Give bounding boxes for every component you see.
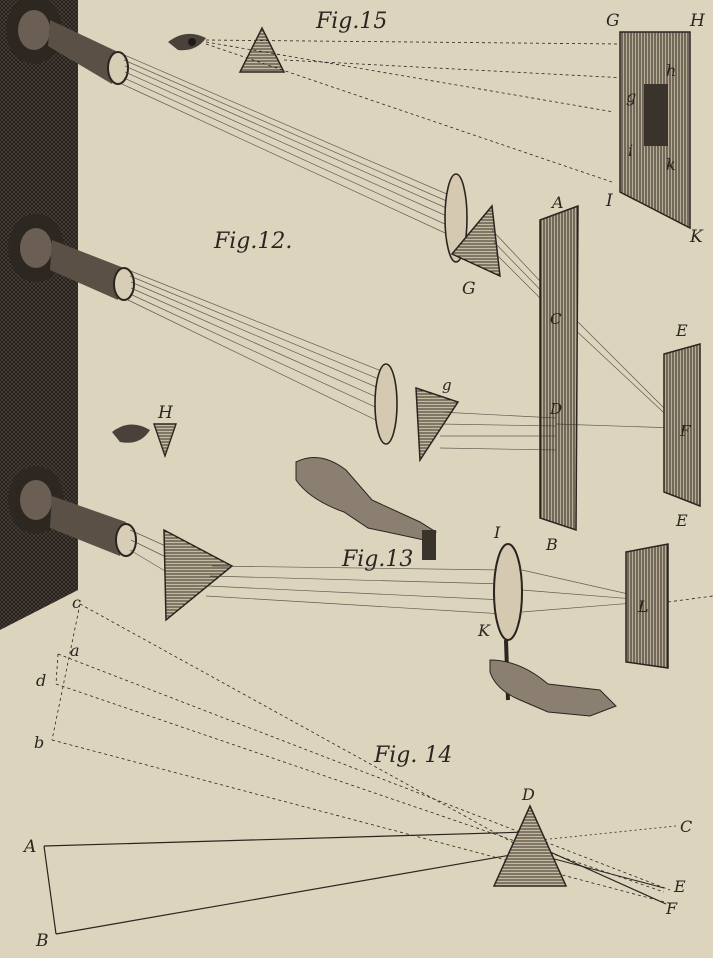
fig14-label-b: b bbox=[34, 733, 44, 752]
fig12-lens-g bbox=[374, 363, 398, 445]
caption-fig14: Fig. 14 bbox=[373, 743, 452, 768]
fig12-label-B: B bbox=[545, 535, 558, 554]
fig13-dashed-out bbox=[667, 595, 713, 603]
tube-bottom bbox=[8, 466, 137, 557]
fig12-beam-g-to-D bbox=[439, 411, 677, 451]
fig12-label-g: g bbox=[442, 376, 452, 394]
fig15-label-k: k bbox=[666, 155, 676, 174]
tube-middle bbox=[8, 214, 135, 301]
fig12-screen-E bbox=[663, 343, 701, 508]
fig12-label-H: H bbox=[157, 403, 174, 423]
fig15-label-K: K bbox=[689, 227, 704, 247]
fig13-hand-upper bbox=[295, 457, 437, 560]
fig13-prism bbox=[163, 528, 234, 622]
fig14-label-D: D bbox=[521, 785, 535, 804]
fig14-label-d: d bbox=[36, 671, 46, 690]
fig13-beam bbox=[205, 565, 647, 615]
fig14-label-A: A bbox=[22, 837, 36, 857]
fig13-label-K: K bbox=[477, 621, 491, 640]
fig14-construction bbox=[43, 603, 677, 935]
fig13-hand-lower bbox=[489, 659, 617, 717]
caption-fig13: Fig.13 bbox=[341, 547, 413, 572]
fig12-lens-top bbox=[444, 173, 468, 263]
fig12-label-G: G bbox=[462, 279, 476, 299]
fig15-label-H: H bbox=[689, 11, 706, 31]
fig13-screen-L bbox=[625, 543, 669, 669]
fig14-label-E: E bbox=[673, 877, 686, 896]
caption-fig12: Fig.12. bbox=[213, 229, 292, 254]
fig14-prism-D bbox=[492, 804, 568, 887]
fig12-label-E-top: E bbox=[675, 321, 688, 340]
fig15-prism bbox=[238, 26, 286, 73]
tube-top bbox=[6, 0, 129, 85]
fig12-label-D: D bbox=[549, 400, 562, 418]
fig12-label-F: F bbox=[679, 422, 691, 440]
caption-fig15: Fig.15 bbox=[315, 9, 387, 34]
fig14-label-a: a bbox=[70, 641, 80, 660]
fig14-label-c: c bbox=[72, 593, 81, 612]
fig13-label-I: I bbox=[493, 523, 501, 542]
fig12-prism-g bbox=[415, 386, 460, 463]
fig14-label-B: B bbox=[35, 931, 49, 951]
fig12-beam-G-to-C bbox=[491, 229, 677, 425]
beam-top bbox=[121, 53, 461, 239]
fig15-label-g: g bbox=[626, 87, 636, 106]
fig12-label-C: C bbox=[550, 310, 562, 328]
fig13-lens-IK bbox=[493, 543, 523, 701]
fig15-label-I: I bbox=[605, 191, 613, 211]
fig14-label-C: C bbox=[680, 817, 692, 836]
fig13-label-L: L bbox=[637, 597, 649, 616]
wall bbox=[0, 0, 78, 630]
fig12-board-AB bbox=[539, 204, 579, 532]
fig15-sightlines bbox=[205, 39, 627, 183]
fig14-label-F: F bbox=[665, 899, 678, 918]
fig12-label-A: A bbox=[550, 193, 564, 212]
fig15-label-i: i bbox=[628, 141, 633, 160]
fig15-label-G: G bbox=[606, 11, 620, 31]
fig12-prism-G bbox=[450, 204, 501, 278]
fig12-eye-H bbox=[112, 423, 177, 459]
fig15-eye bbox=[168, 33, 206, 51]
fig15-screen bbox=[619, 31, 691, 230]
beam-middle bbox=[127, 269, 389, 425]
fig15-label-h: h bbox=[666, 61, 676, 80]
fig12-label-E-bottom: E bbox=[675, 511, 688, 530]
